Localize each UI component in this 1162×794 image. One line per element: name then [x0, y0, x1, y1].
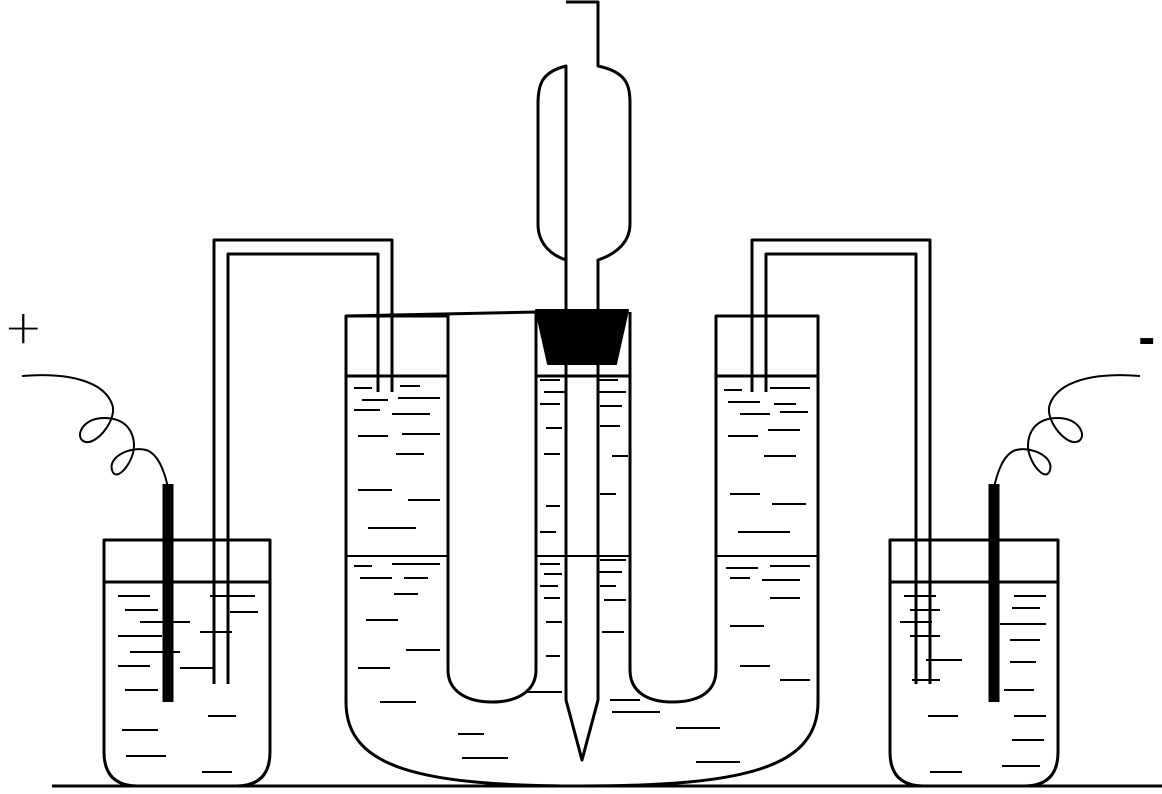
right-wire	[993, 374, 1141, 489]
left-siphon-tube-outer	[212, 238, 394, 684]
right-siphon-tube-outer	[750, 238, 932, 684]
left-beaker	[102, 484, 272, 788]
negative-terminal-label: -	[1138, 314, 1156, 363]
left-siphon-tube-inner	[226, 252, 380, 684]
right-beaker	[888, 484, 1060, 788]
rubber-stopper	[535, 309, 629, 365]
positive-terminal-label: +	[4, 300, 43, 354]
u-tube-liquid-dashes	[354, 379, 810, 763]
right-siphon-tube-inner	[764, 252, 918, 684]
left-wire	[21, 374, 169, 489]
separatory-funnel	[536, 0, 632, 312]
left-beaker-liquid-dashes	[118, 595, 258, 773]
right-beaker-liquid-dashes	[900, 595, 1046, 773]
funnel-stem	[564, 364, 600, 762]
u-tube	[344, 310, 820, 788]
